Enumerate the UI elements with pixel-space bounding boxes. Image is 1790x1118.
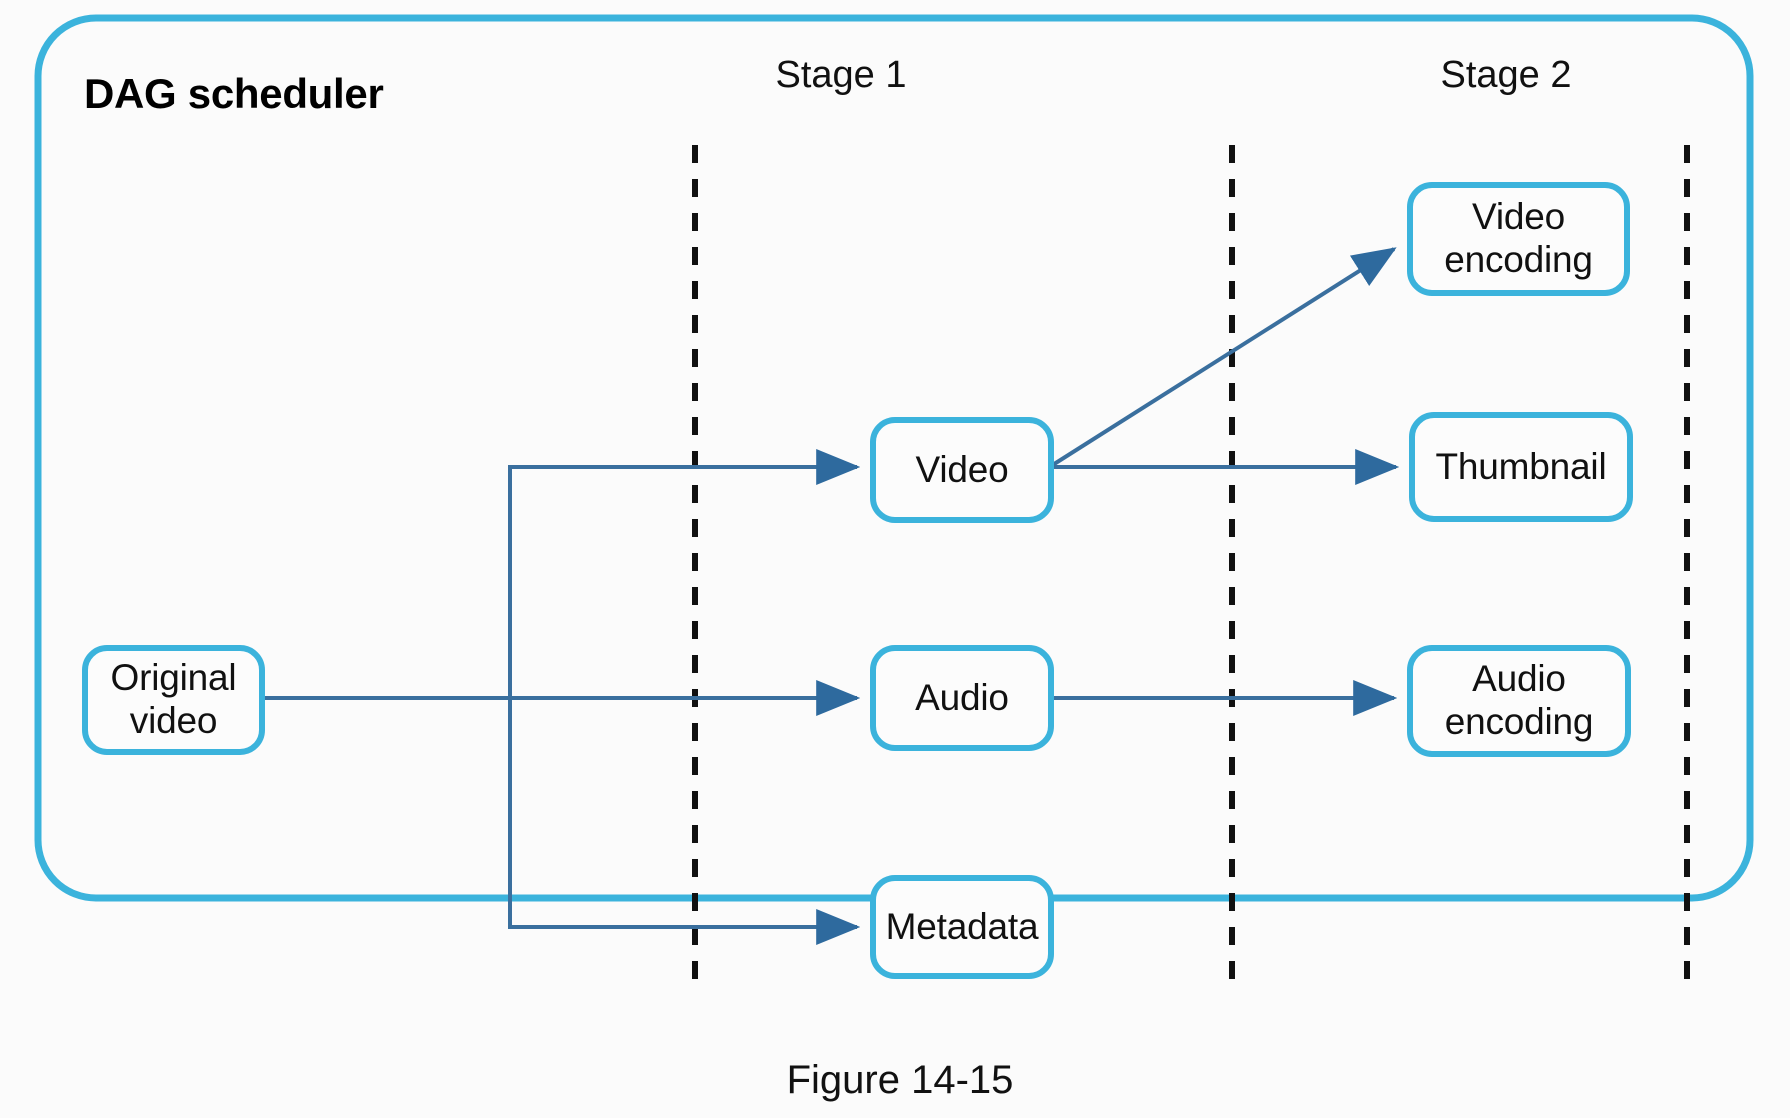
node-line-1: Audio [1472, 658, 1566, 700]
edge-video-to-video-encoding [1049, 247, 1397, 468]
node-label-video: Video [873, 420, 1051, 520]
edge-branch-to-metadata [508, 698, 861, 945]
node-label-original-video: Original video [85, 648, 262, 752]
node-box-audio-encoding[interactable] [1407, 645, 1631, 757]
node-line-1: Video [915, 448, 1009, 490]
node-box-audio[interactable] [870, 645, 1054, 751]
node-line-2: video [129, 700, 218, 741]
node-line-1: Thumbnail [1435, 445, 1607, 487]
node-label-audio: Audio [873, 648, 1051, 748]
node-label-audio-encoding: Audio encoding [1410, 648, 1628, 754]
node-label-video-encoding: Video encoding [1410, 185, 1627, 293]
node-line-2: encoding [1444, 701, 1594, 742]
node-line-2: encoding [1444, 239, 1593, 280]
node-box-original-video[interactable] [82, 645, 265, 755]
node-box-thumbnail[interactable] [1409, 412, 1633, 522]
node-line-1: Metadata [885, 905, 1039, 947]
node-box-metadata[interactable] [870, 875, 1054, 979]
edge-branch-riser-video [508, 449, 861, 698]
node-box-video[interactable] [870, 417, 1054, 523]
node-line-1: Video [1472, 196, 1565, 238]
node-label-metadata: Metadata [873, 878, 1051, 976]
node-box-video-encoding[interactable] [1407, 182, 1630, 296]
node-label-thumbnail: Thumbnail [1412, 415, 1630, 519]
node-line-1: Audio [915, 676, 1009, 718]
node-line-1: Original [110, 657, 237, 699]
